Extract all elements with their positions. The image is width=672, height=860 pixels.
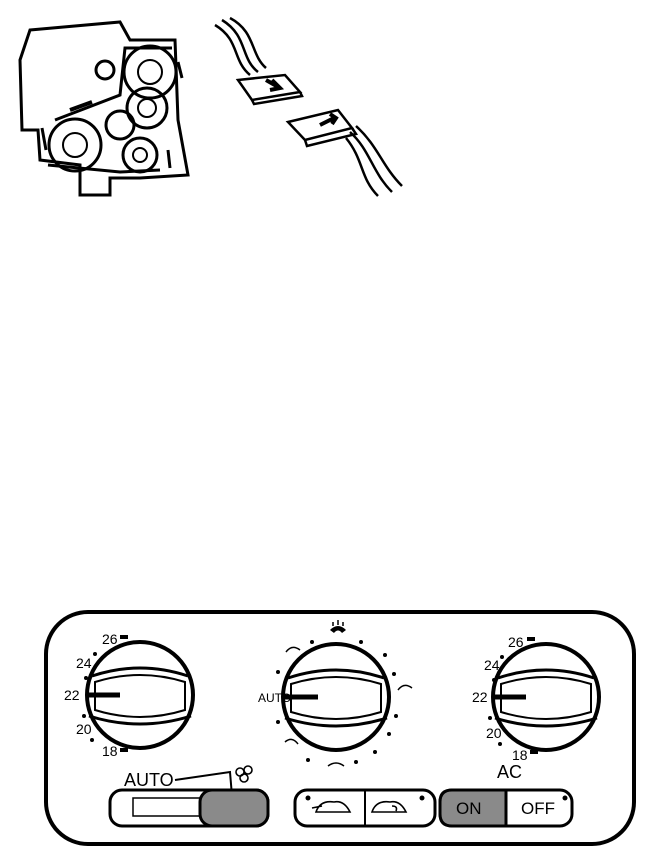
mode-auto-mark: AUTO xyxy=(258,691,291,705)
right-knob-scale: 26 24 22 20 18 xyxy=(472,634,538,763)
right-tick-20: 20 xyxy=(486,725,502,741)
belt-drive-illustration xyxy=(18,20,190,197)
ac-on-button[interactable] xyxy=(438,788,508,828)
mode-knob-scale: AUTO xyxy=(258,620,413,767)
mode-knob[interactable] xyxy=(281,642,391,752)
auto-label: AUTO xyxy=(124,770,174,790)
ac-off-button[interactable]: OFF xyxy=(521,799,555,818)
fresh-air-icon xyxy=(311,800,352,813)
recirculate-button[interactable] xyxy=(367,792,433,824)
slider-track xyxy=(132,797,202,817)
right-tick-22: 22 xyxy=(472,689,488,705)
left-tick-22: 22 xyxy=(64,687,80,703)
fan-icon xyxy=(235,765,253,783)
ac-label: AC xyxy=(497,762,522,782)
left-tick-18: 18 xyxy=(102,743,118,759)
air-intake-buttons xyxy=(293,788,437,828)
left-tick-20: 20 xyxy=(76,721,92,737)
connector-illustration xyxy=(214,16,403,197)
fan-speed-slider[interactable] xyxy=(108,788,270,828)
right-temperature-knob[interactable] xyxy=(491,642,601,752)
defrost-icon xyxy=(330,620,346,633)
right-tick-24: 24 xyxy=(484,657,500,673)
ac-toggle: ON OFF xyxy=(438,788,574,828)
left-knob-scale: 26 24 22 20 18 xyxy=(64,631,128,759)
slider-handle[interactable] xyxy=(198,788,270,828)
left-tick-24: 24 xyxy=(76,655,92,671)
left-temperature-knob[interactable] xyxy=(85,640,195,750)
right-tick-26: 26 xyxy=(508,634,524,650)
ac-on-label: ON xyxy=(456,799,482,818)
right-tick-18: 18 xyxy=(512,747,528,763)
left-tick-26: 26 xyxy=(102,631,118,647)
fresh-air-button[interactable] xyxy=(297,792,363,824)
recirculate-icon xyxy=(370,800,408,813)
